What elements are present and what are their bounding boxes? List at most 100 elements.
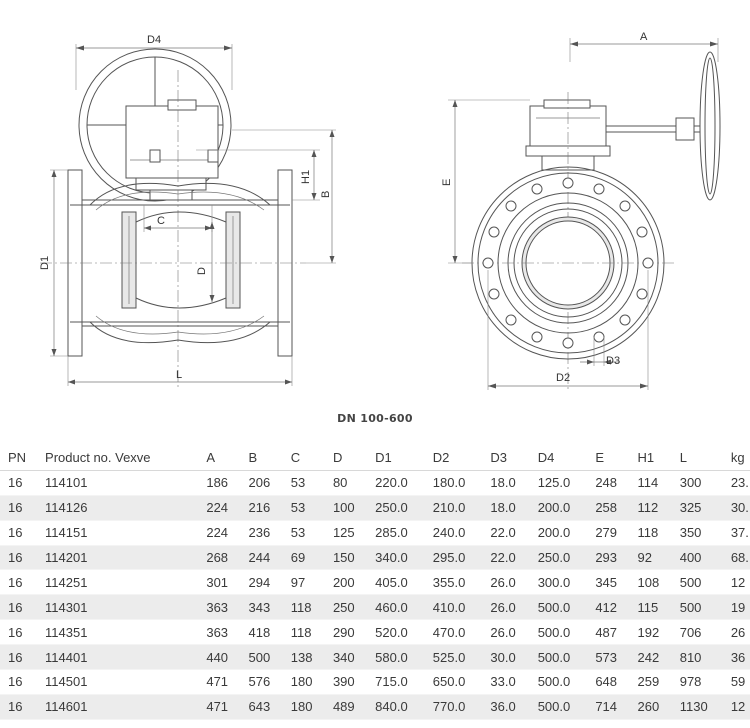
table-cell: 206 [240,470,283,496]
table-cell: 300.0 [529,569,588,596]
table-cell: 500 [671,594,723,621]
table-cell: 53 [282,520,325,546]
table-cell: 210.0 [424,495,483,521]
label-e: E [441,179,453,186]
table-cell: 220.0 [367,470,425,496]
table-cell: 150 [324,545,368,571]
table-cell: 114101 [37,470,199,496]
table-cell: 16 [0,694,38,720]
table-cell: 114301 [37,594,199,621]
table-cell: 301 [198,569,241,596]
table-cell: 114126 [37,495,199,521]
table-cell: 242 [629,644,672,671]
table-cell: 294 [240,569,283,596]
table-cell: 53 [282,470,325,496]
table-cell: 26.0 [482,619,530,646]
column-header: C [282,446,325,471]
label-a: A [640,31,648,43]
table-cell: 19 [722,594,750,621]
table-cell: 108 [629,569,672,596]
table-cell: 186 [198,470,241,496]
technical-drawing: D4 [39,31,721,392]
table-cell: 500.0 [529,669,588,695]
table-cell: 412 [587,594,630,621]
table-cell: 525.0 [424,644,483,671]
table-cell: 36.0 [482,694,530,720]
table-cell: 250 [324,594,368,621]
label-l: L [176,369,182,381]
table-cell: 290 [324,619,368,646]
table-cell: 23. [722,470,750,496]
table-cell: 300 [671,470,723,496]
table-cell: 244 [240,545,283,571]
column-header: E [587,446,630,471]
table-cell: 770.0 [424,694,483,720]
table-cell: 410.0 [424,594,483,621]
table-cell: 69 [282,545,325,571]
table-cell: 16 [0,495,38,521]
table-cell: 125.0 [529,470,588,496]
table-cell: 293 [587,545,630,571]
table-cell: 22.0 [482,520,530,546]
table-cell: 520.0 [367,619,425,646]
table-cell: 200.0 [529,520,588,546]
table-cell: 363 [198,619,241,646]
table-cell: 343 [240,594,283,621]
table-cell: 236 [240,520,283,546]
table-cell: 16 [0,569,38,596]
column-header: PN [0,446,38,471]
column-header: H1 [629,446,672,471]
table-cell: 80 [324,470,368,496]
table-cell: 224 [198,520,241,546]
table-cell: 259 [629,669,672,695]
table-cell: 68. [722,545,750,571]
label-c: C [157,215,165,227]
table-cell: 16 [0,619,38,646]
column-header: D2 [424,446,483,471]
table-cell: 16 [0,644,38,671]
table-cell: 1130 [671,694,723,720]
table-cell: 285.0 [367,520,425,546]
table-cell: 500.0 [529,594,588,621]
table-cell: 138 [282,644,325,671]
table-cell: 36 [722,644,750,671]
table-cell: 118 [629,520,672,546]
label-d2: D2 [556,372,570,384]
table-cell: 706 [671,619,723,646]
table-cell: 16 [0,669,38,695]
table-cell: 240.0 [424,520,483,546]
table-cell: 200.0 [529,495,588,521]
table-cell: 59 [722,669,750,695]
label-d1: D1 [39,256,51,270]
table-cell: 258 [587,495,630,521]
table-cell: 471 [198,669,241,695]
table-cell: 16 [0,470,38,496]
table-cell: 33.0 [482,669,530,695]
table-cell: 216 [240,495,283,521]
table-cell: 576 [240,669,283,695]
table-cell: 363 [198,594,241,621]
table-cell: 53 [282,495,325,521]
table-cell: 118 [282,594,325,621]
column-header: D1 [367,446,425,471]
table-cell: 114201 [37,545,199,571]
table-cell: 30. [722,495,750,521]
table-cell: 500.0 [529,644,588,671]
table-cell: 114351 [37,619,199,646]
table-cell: 390 [324,669,368,695]
table-cell: 460.0 [367,594,425,621]
column-header: Product no. Vexve [37,446,199,471]
table-cell: 26.0 [482,594,530,621]
table-cell: 180.0 [424,470,483,496]
table-cell: 648 [587,669,630,695]
table-cell: 714 [587,694,630,720]
table-cell: 500 [671,569,723,596]
table-cell: 715.0 [367,669,425,695]
